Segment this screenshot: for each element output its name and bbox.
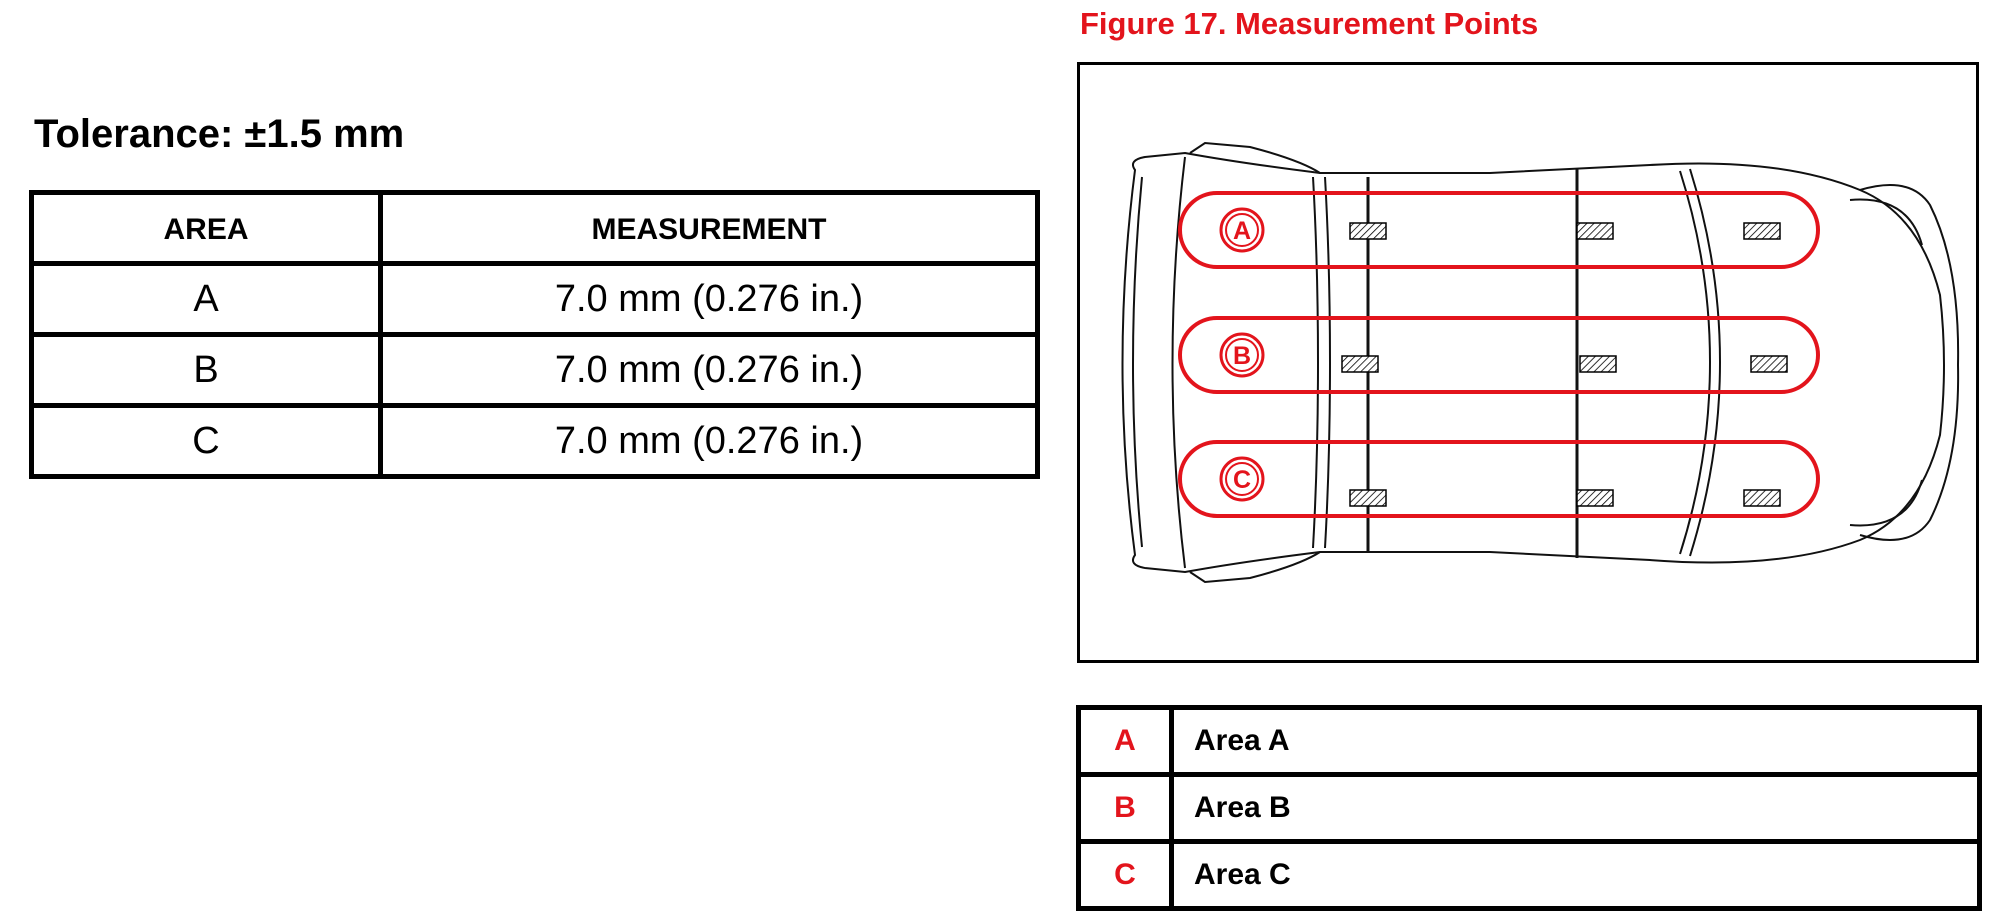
table-header-row: AREA MEASUREMENT: [29, 190, 1040, 266]
legend-label: Area B: [1169, 772, 1982, 844]
legend-row: B Area B: [1076, 772, 1982, 844]
vehicle-roof-diagram: A B C: [1121, 141, 1960, 584]
measurement-cell: 7.0 mm (0.276 in.): [378, 332, 1040, 408]
legend-row: A Area A: [1076, 705, 1982, 777]
measurement-point-icon: [1576, 489, 1614, 507]
measurement-point-icon: [1579, 355, 1617, 373]
tolerance-label: Tolerance: ±1.5 mm: [34, 112, 405, 156]
measurement-table: AREA MEASUREMENT A 7.0 mm (0.276 in.) B …: [29, 190, 1040, 479]
legend-label: Area C: [1169, 839, 1982, 911]
callout-c-label: C: [1233, 466, 1251, 494]
measurement-point-icon: [1341, 355, 1379, 373]
area-cell: A: [29, 261, 383, 337]
measurement-points: [1341, 222, 1788, 507]
table-row: A 7.0 mm (0.276 in.): [29, 261, 1040, 337]
zone-callouts: A B C: [1219, 207, 1265, 502]
measurement-cell: 7.0 mm (0.276 in.): [378, 261, 1040, 337]
legend-key: C: [1076, 839, 1174, 911]
area-cell: B: [29, 332, 383, 408]
callout-a-label: A: [1233, 217, 1251, 245]
figure-frame: A B C: [1077, 62, 1979, 663]
callout-b-icon: B: [1219, 332, 1265, 378]
measurement-point-icon: [1743, 222, 1781, 240]
legend-key: A: [1076, 705, 1174, 777]
measurement-point-icon: [1349, 222, 1387, 240]
figure-title: Figure 17. Measurement Points: [1080, 6, 1539, 41]
measurement-point-icon: [1750, 355, 1788, 373]
vehicle-outline: [1121, 141, 1960, 584]
measurement-point-icon: [1576, 222, 1614, 240]
legend-table: A Area A B Area B C Area C: [1076, 705, 1982, 911]
table-row: C 7.0 mm (0.276 in.): [29, 403, 1040, 479]
column-header-measurement: MEASUREMENT: [378, 190, 1040, 266]
callout-b-label: B: [1233, 342, 1251, 370]
area-cell: C: [29, 403, 383, 479]
legend-key: B: [1076, 772, 1174, 844]
legend-row: C Area C: [1076, 839, 1982, 911]
measurement-zones: [1178, 191, 1820, 518]
roof-bows: [1366, 169, 1579, 558]
legend-label: Area A: [1169, 705, 1982, 777]
measurement-point-icon: [1743, 489, 1781, 507]
measurement-cell: 7.0 mm (0.276 in.): [378, 403, 1040, 479]
column-header-area: AREA: [29, 190, 383, 266]
callout-a-icon: A: [1219, 207, 1265, 253]
measurement-point-icon: [1349, 489, 1387, 507]
table-row: B 7.0 mm (0.276 in.): [29, 332, 1040, 408]
callout-c-icon: C: [1219, 456, 1265, 502]
